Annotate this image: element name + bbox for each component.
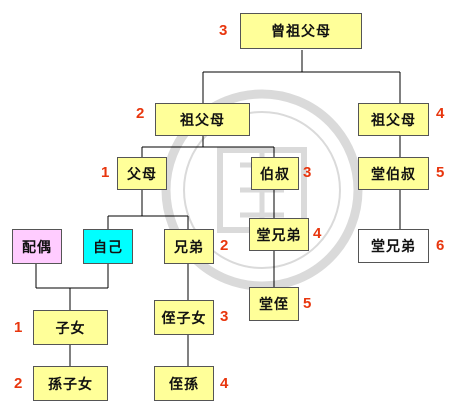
node-cousins-children: 堂侄 — [249, 287, 299, 321]
degree-label: 4 — [220, 375, 229, 392]
node-label: 祖父母 — [371, 112, 416, 129]
degree-label: 5 — [303, 295, 312, 312]
degree-label: 6 — [436, 237, 445, 254]
node-label: 父母 — [127, 166, 157, 183]
degree-label: 3 — [220, 308, 229, 325]
node-label: 堂兄弟 — [371, 239, 416, 255]
node-label: 配偶 — [22, 239, 52, 256]
degree-label: 2 — [220, 237, 229, 254]
node-children: 子女 — [33, 310, 108, 345]
degree-label: 1 — [101, 164, 110, 181]
node-great-grandparents: 曾祖父母 — [240, 13, 362, 49]
node-siblings: 兄弟 — [164, 229, 214, 264]
degree-label: 2 — [136, 105, 145, 122]
node-label: 祖父母 — [180, 112, 225, 129]
node-label: 子女 — [55, 320, 86, 337]
node-label: 孫子女 — [48, 376, 93, 393]
node-grandparents-collateral: 祖父母 — [358, 103, 429, 136]
node-grandchildren: 孫子女 — [33, 366, 108, 401]
node-uncles-collateral: 堂伯叔 — [358, 157, 429, 190]
node-label: 堂兄弟 — [256, 227, 302, 244]
node-label: 兄弟 — [174, 239, 204, 256]
node-uncles: 伯叔 — [251, 157, 299, 190]
node-label: 侄子女 — [161, 310, 207, 327]
node-grandnephews: 侄孫 — [154, 366, 214, 401]
degree-label: 5 — [436, 164, 445, 181]
node-label: 堂伯叔 — [371, 166, 416, 183]
node-label: 堂侄 — [259, 297, 289, 313]
node-grandparents: 祖父母 — [155, 103, 250, 136]
node-label: 自己 — [93, 239, 123, 256]
node-label: 伯叔 — [260, 166, 290, 183]
node-cousins: 堂兄弟 — [249, 218, 309, 251]
degree-label: 2 — [14, 375, 23, 392]
node-nieces-nephews: 侄子女 — [154, 300, 214, 335]
node-self: 自己 — [83, 229, 133, 264]
degree-label: 3 — [303, 164, 312, 181]
degree-label: 4 — [436, 105, 445, 122]
node-label: 侄孫 — [169, 376, 199, 393]
node-parents: 父母 — [117, 157, 167, 190]
degree-label: 1 — [14, 319, 23, 336]
node-cousins-collateral: 堂兄弟 — [358, 229, 429, 263]
node-label: 曾祖父母 — [271, 24, 331, 40]
node-spouse: 配偶 — [12, 229, 62, 264]
degree-label: 4 — [313, 225, 322, 242]
degree-label: 3 — [219, 22, 228, 39]
